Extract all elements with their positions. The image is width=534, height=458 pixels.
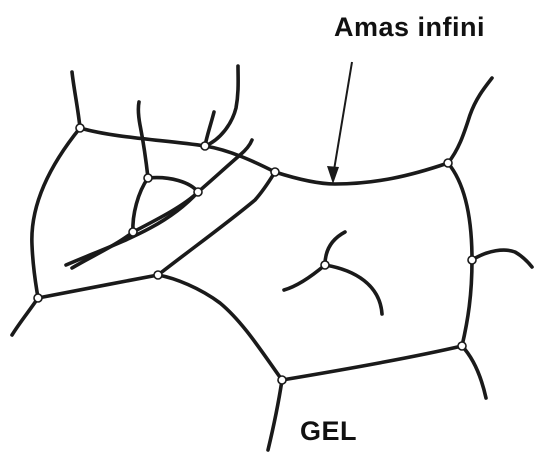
node-bottom-right (458, 342, 466, 350)
pointer-arrow (327, 62, 352, 184)
chain-top-right-tail (448, 78, 492, 163)
chain-bottom-tail (268, 380, 282, 450)
chain-middle-cross (66, 140, 252, 265)
chain-small-loop-tail (72, 232, 133, 268)
chain-small-loop-bottom (133, 192, 198, 232)
node-bottom-left (34, 294, 42, 302)
infinite-cluster-label: Amas infini (334, 12, 485, 43)
arrow-shaft (334, 62, 352, 170)
chain-bottom-boundary (282, 346, 462, 380)
node-right (468, 256, 476, 264)
node-bottom (278, 376, 286, 384)
chain-top-boundary (80, 128, 448, 184)
node-loop-top (144, 174, 152, 182)
node-center (321, 261, 329, 269)
node-top-middle (271, 168, 279, 176)
node-loop-right (194, 188, 202, 196)
gel-label: GEL (300, 416, 357, 447)
chain-lower-left-boundary (158, 275, 282, 380)
chain-bottom-left-tail (12, 298, 38, 335)
node-top-right (444, 159, 452, 167)
node-lower-left (154, 271, 162, 279)
arrow-head (327, 166, 339, 184)
chain-center-arm-left (284, 265, 325, 290)
chain-small-loop-right (148, 178, 198, 192)
chain-bottom-left-boundary (38, 275, 158, 298)
chain-center-arm-right (325, 265, 382, 314)
chain-top-left-stub (72, 72, 80, 128)
chain-top-stub-right (205, 66, 238, 146)
node-top-left (76, 124, 84, 132)
chain-bottom-right-tail (462, 346, 486, 398)
chain-inner-diagonal (158, 172, 275, 275)
chain-center-arm-up (325, 232, 345, 265)
polymer-chains (12, 66, 532, 450)
chain-left-boundary (32, 128, 80, 298)
node-loop-bottom (129, 228, 137, 236)
node-top-stub (201, 142, 209, 150)
chain-right-dangling (472, 250, 532, 267)
chain-right-boundary (448, 163, 472, 346)
